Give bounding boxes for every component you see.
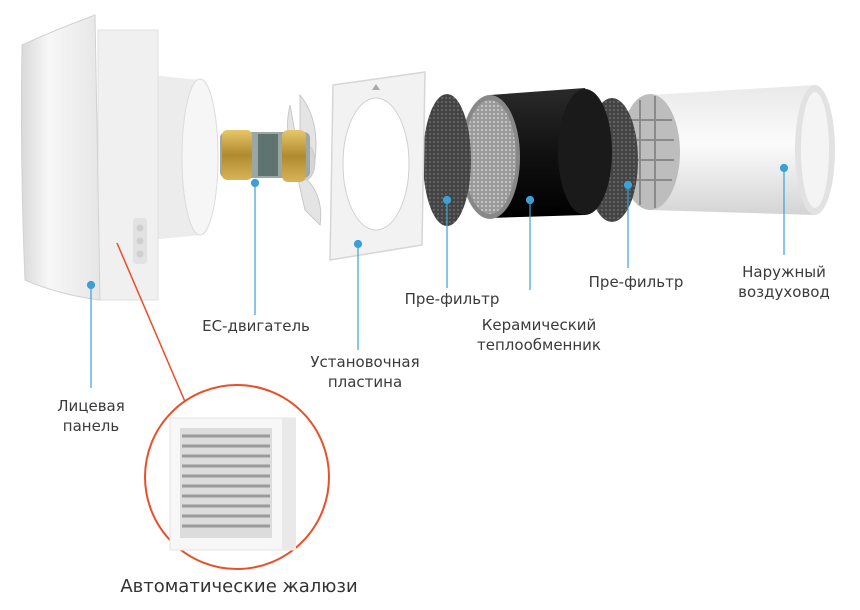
prefilter-1	[423, 94, 471, 226]
label-mount-plate: Установочная пластина	[302, 352, 428, 392]
label-ceramic-line2: теплообменник	[477, 336, 601, 354]
label-ceramic-line1: Керамический	[481, 316, 597, 334]
label-ec-motor: ЕС-двигатель	[202, 317, 310, 335]
label-front-panel-line2: панель	[62, 417, 120, 435]
label-mount-plate-line2: пластина	[327, 373, 403, 391]
label-auto-louvers: Автоматические жалюзи	[120, 576, 358, 597]
label-outer-duct-line1: Наружный	[742, 263, 826, 281]
housing	[97, 29, 219, 301]
label-outer-duct-line2: воздуховод	[738, 283, 830, 301]
leader-lines	[86, 163, 789, 388]
louver-callout	[116, 242, 330, 570]
label-outer-duct: Наружный воздуховод	[728, 262, 840, 302]
outer-duct	[620, 85, 835, 215]
label-mount-plate-line1: Установочная	[310, 353, 420, 371]
label-prefilter-1: Пре-фильтр	[404, 290, 500, 308]
label-ceramic-exchanger: Керамический теплообменник	[466, 315, 612, 355]
label-front-panel: Лицевая панель	[44, 396, 138, 436]
front-panel	[20, 14, 101, 301]
ec-motor	[220, 130, 310, 182]
ceramic-exchanger	[460, 88, 612, 219]
label-front-panel-line1: Лицевая	[57, 397, 125, 415]
label-prefilter-2: Пре-фильтр	[588, 273, 684, 291]
mounting-plate	[329, 71, 426, 261]
